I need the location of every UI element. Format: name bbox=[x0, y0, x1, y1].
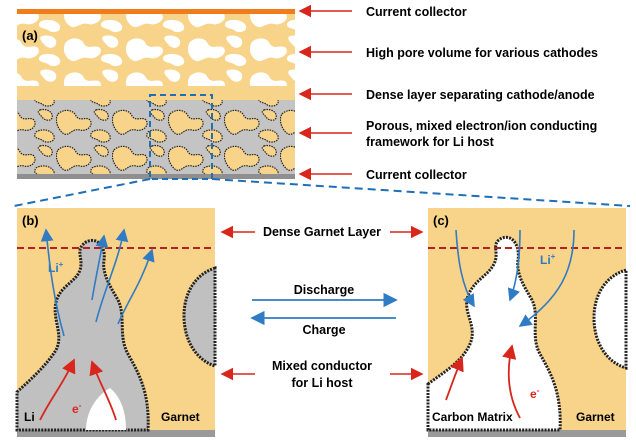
panel-a-label: (a) bbox=[22, 28, 38, 43]
panel-c-right-blob bbox=[592, 267, 628, 371]
panel-c-carbon-matrix bbox=[426, 235, 562, 432]
panel-c: (c) Li+ e- Carbon Matrix Garnet bbox=[426, 208, 628, 437]
dense-layer bbox=[17, 86, 295, 100]
label-current-collector-bottom: Current collector bbox=[366, 168, 467, 182]
label-porous-line1: Porous, mixed electron/ion conducting bbox=[366, 119, 597, 133]
label-charge: Charge bbox=[302, 323, 345, 337]
panel-c-collector bbox=[428, 430, 626, 437]
zoom-box bbox=[149, 94, 213, 180]
panel-b-garnet-label: Garnet bbox=[161, 410, 200, 424]
panel-a-callouts: Current collector High pore volume for v… bbox=[298, 4, 598, 182]
top-current-collector bbox=[17, 9, 295, 14]
panel-c-electron: e- bbox=[530, 386, 540, 401]
panel-b-li-label: Li bbox=[24, 410, 35, 424]
cathode-porous-layer bbox=[17, 14, 295, 86]
panel-c-label: (c) bbox=[433, 213, 449, 228]
label-mixed-line2: for Li host bbox=[291, 376, 353, 390]
panel-c-carbon-label: Carbon Matrix bbox=[432, 410, 513, 424]
panel-b-label: (b) bbox=[22, 213, 39, 228]
label-high-pore: High pore volume for various cathodes bbox=[366, 46, 598, 60]
panel-a: (a) bbox=[17, 9, 295, 180]
middle-annotations: Dense Garnet Layer Discharge Charge Mixe… bbox=[220, 225, 424, 390]
anode-porous-framework bbox=[17, 100, 295, 174]
panel-b-collector bbox=[17, 430, 215, 437]
bottom-current-collector bbox=[17, 174, 295, 179]
label-dense-layer: Dense layer separating cathode/anode bbox=[366, 88, 595, 102]
panel-b: (b) Li+ e- Li Garnet bbox=[15, 208, 217, 437]
panel-b-li-metal bbox=[15, 239, 150, 432]
zoom-projection-lines bbox=[13, 178, 631, 207]
label-porous-line2: framework for Li host bbox=[366, 135, 495, 149]
panel-c-garnet-label: Garnet bbox=[576, 410, 615, 424]
panel-b-li-ion: Li+ bbox=[48, 260, 64, 275]
panel-b-right-li bbox=[182, 265, 217, 369]
panel-b-electron: e- bbox=[72, 401, 82, 416]
label-discharge: Discharge bbox=[294, 283, 354, 297]
panel-c-li-ion: Li+ bbox=[540, 252, 556, 267]
label-mixed-line1: Mixed conductor bbox=[272, 359, 372, 373]
label-current-collector-top: Current collector bbox=[366, 5, 467, 19]
label-dense-garnet: Dense Garnet Layer bbox=[263, 225, 381, 239]
